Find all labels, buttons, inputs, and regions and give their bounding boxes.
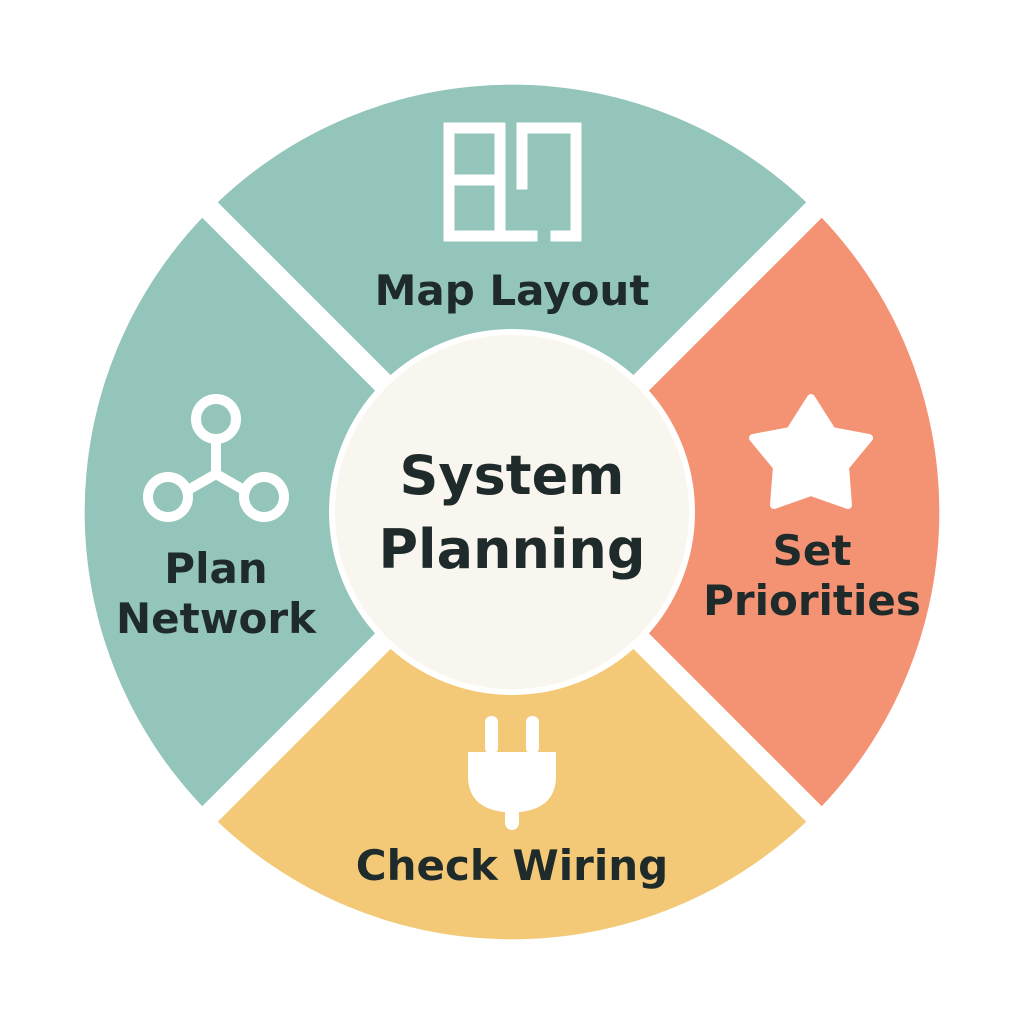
segment-label-check-wiring: Check Wiring — [356, 841, 668, 890]
center-circle — [329, 329, 695, 695]
segment-check-wiring[interactable] — [209, 512, 815, 940]
center-title-line2: Planning — [378, 518, 645, 581]
segments — [84, 84, 940, 940]
segment-plan-network[interactable] — [84, 209, 512, 815]
plug-icon — [468, 716, 556, 830]
center-title-line1: System — [400, 444, 625, 507]
segment-set-priorities[interactable] — [512, 209, 940, 815]
segment-label-set-priorities-line1: Set — [773, 526, 852, 575]
network-icon — [143, 394, 289, 522]
segment-map-layout[interactable] — [209, 84, 815, 512]
segment-label-plan-network-line1: Plan — [164, 544, 267, 593]
segment-label-map-layout: Map Layout — [375, 266, 650, 315]
star-icon — [749, 394, 873, 509]
segment-label-plan-network-line2: Network — [116, 594, 317, 643]
floor-plan-icon — [443, 122, 582, 242]
segment-label-set-priorities-line2: Priorities — [703, 576, 921, 625]
